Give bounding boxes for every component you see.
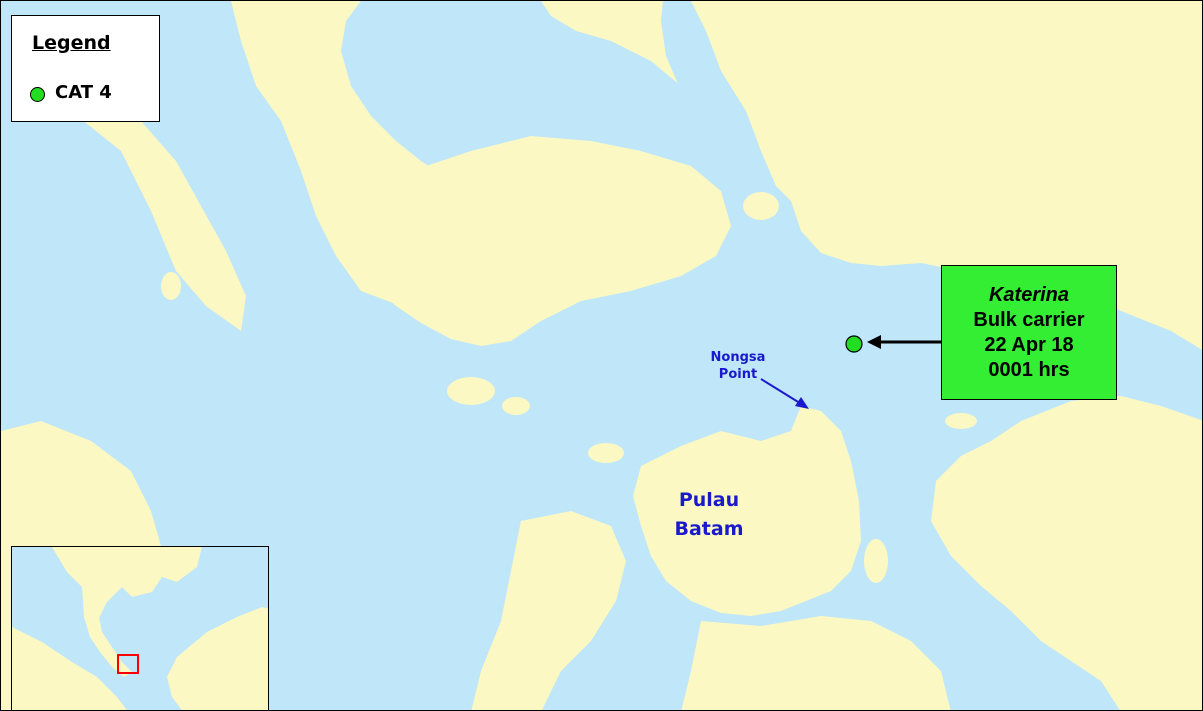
land-rempang [681,616,951,710]
incident-callout[interactable]: Katerina Bulk carrier 22 Apr 18 0001 hrs [941,265,1117,400]
land-bulan [471,511,626,710]
cat4-circle-icon [30,87,45,102]
batam-line-1: Pulau [678,489,740,511]
incident-arrowhead [867,335,881,349]
nongsa-line-2: Point [718,367,758,382]
legend-box: Legend CAT 4 [11,15,160,122]
inset-sumatra [12,627,127,710]
land-islet-1 [447,377,495,405]
nongsa-arrowhead [795,397,809,409]
incident-marker[interactable] [845,335,863,353]
inset-borneo [167,607,268,710]
inset-highlight-box [117,654,139,674]
incident-date: 22 Apr 18 [984,333,1074,356]
label-nongsa-point: Nongsa Point [701,349,775,383]
incident-time: 0001 hrs [988,358,1070,381]
river-johor [661,1,801,251]
locator-map-icon [11,546,269,710]
land-singapore [359,136,731,346]
land-batam [633,406,861,616]
vessel-type: Bulk carrier [973,308,1085,331]
legend-item-label: CAT 4 [55,82,112,103]
land-islet-2 [502,397,530,415]
land-islet-3 [588,443,624,463]
vessel-name: Katerina [988,283,1070,306]
label-pulau-batam: Pulau Batam [657,486,761,544]
land-islet-5 [945,413,977,429]
inset-map [12,547,268,710]
nongsa-arrow [760,378,804,406]
batam-line-2: Batam [674,518,744,540]
inset-indochina [52,547,202,622]
legend-title: Legend [32,32,111,54]
land-islet-6 [743,192,779,220]
land-islet-7 [161,272,181,300]
land-islet-4 [864,539,888,583]
inset-malay-peninsula [82,587,132,677]
nongsa-line-1: Nongsa [710,350,766,365]
land-bintan [931,396,1202,710]
